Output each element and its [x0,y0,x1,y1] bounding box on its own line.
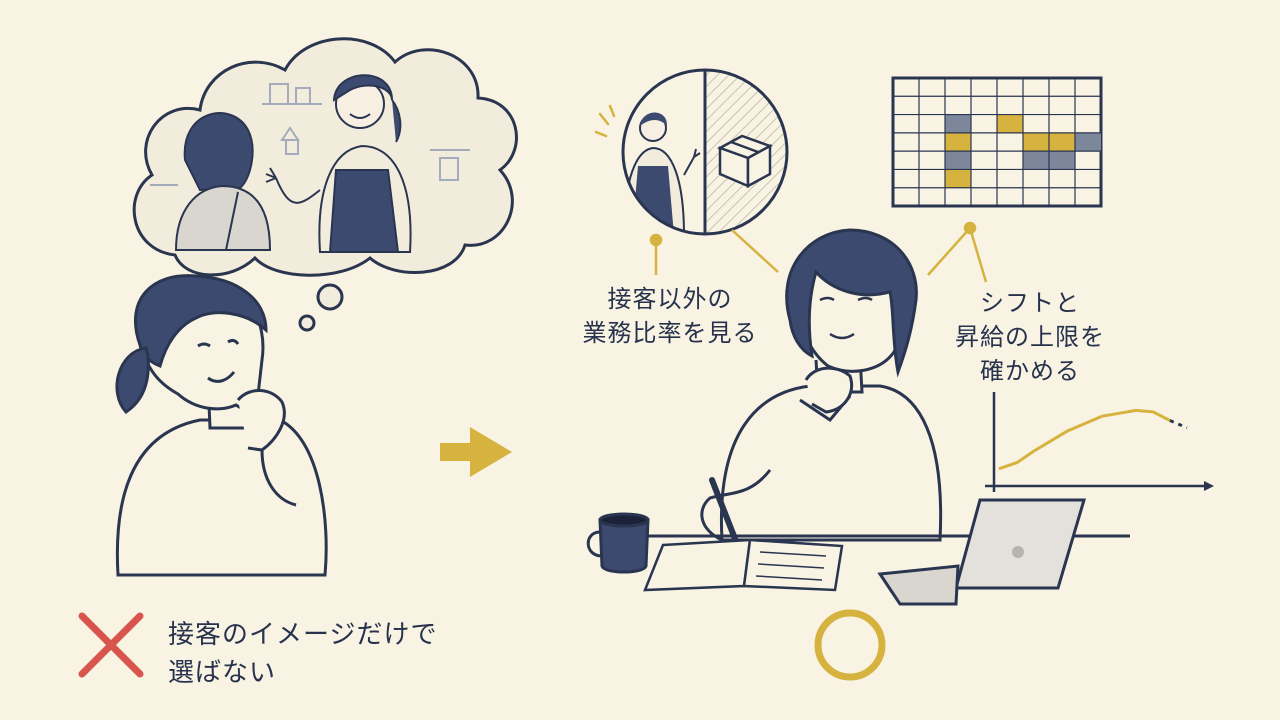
woman-at-desk [648,228,1130,542]
circle-mark [814,609,886,681]
notebook-icon [643,538,844,592]
connector-ratio [649,229,779,275]
shift-cell-gold [945,169,971,188]
wage-curve [998,408,1172,470]
thinking-woman [115,274,328,577]
shift-cell-gray [1075,132,1101,152]
coffee-mug-icon [586,512,650,574]
shift-cell-gray [1023,151,1049,170]
ratio-label-line-1: 接客以外の [607,285,733,313]
laptop-icon [877,498,1087,606]
ratio-label-line-2: 業務比率を見る [582,319,758,347]
shift-cell-gold [997,114,1023,133]
left-caption: 接客のイメージだけで 選ばない [168,616,437,692]
shift-label-line-3: 確かめる [980,357,1080,385]
wage-curve-projection [1169,419,1188,430]
work-ratio-circle [594,68,789,236]
left-caption-line-1: 接客のイメージだけで [168,620,438,650]
shift-cell-gold [945,132,971,152]
connector-shift [927,221,988,283]
shop-scene [150,74,470,253]
shift-label-line-2: 昇給の上限を [955,323,1105,351]
left-caption-line-2: 選ばない [168,658,277,688]
shift-cell-gold [1023,132,1049,152]
shift-label-line-1: シフトと [980,289,1080,317]
shift-grid [891,76,1103,208]
shift-cell-gray [945,151,971,170]
arrow-right-icon [440,427,512,477]
shift-cell-gray [945,114,971,133]
shift-cell-gray [1049,151,1075,170]
shift-label: シフトと 昇給の上限を 確かめる [950,286,1110,388]
ratio-label: 接客以外の 業務比率を見る [582,282,758,350]
cross-mark [78,612,144,678]
wage-chart [985,392,1214,492]
shift-cell-gold [1049,132,1075,152]
